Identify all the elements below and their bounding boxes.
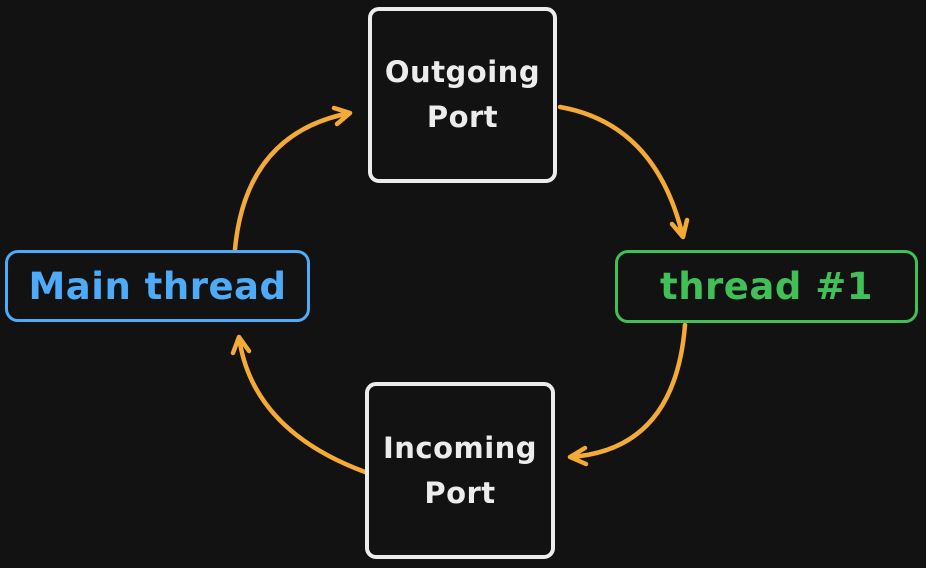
node-label: Main thread	[28, 264, 287, 308]
node-main-thread: Main thread	[5, 250, 310, 322]
arrow-thread-1-to-incoming-port	[567, 322, 688, 467]
arrow-main-thread-to-outgoing-port	[232, 105, 353, 252]
node-incoming-port: Incoming Port	[365, 382, 555, 559]
node-label: thread #1	[660, 265, 873, 308]
arrow-incoming-port-to-main-thread	[230, 334, 368, 475]
node-label: Outgoing	[384, 55, 541, 89]
node-outgoing-port: Outgoing Port	[368, 7, 557, 183]
node-label: Port	[426, 100, 499, 134]
node-label: Incoming	[382, 430, 538, 465]
arrow-outgoing-port-to-thread-1	[557, 104, 690, 240]
node-thread-1: thread #1	[615, 250, 918, 323]
node-label: Port	[424, 475, 496, 510]
